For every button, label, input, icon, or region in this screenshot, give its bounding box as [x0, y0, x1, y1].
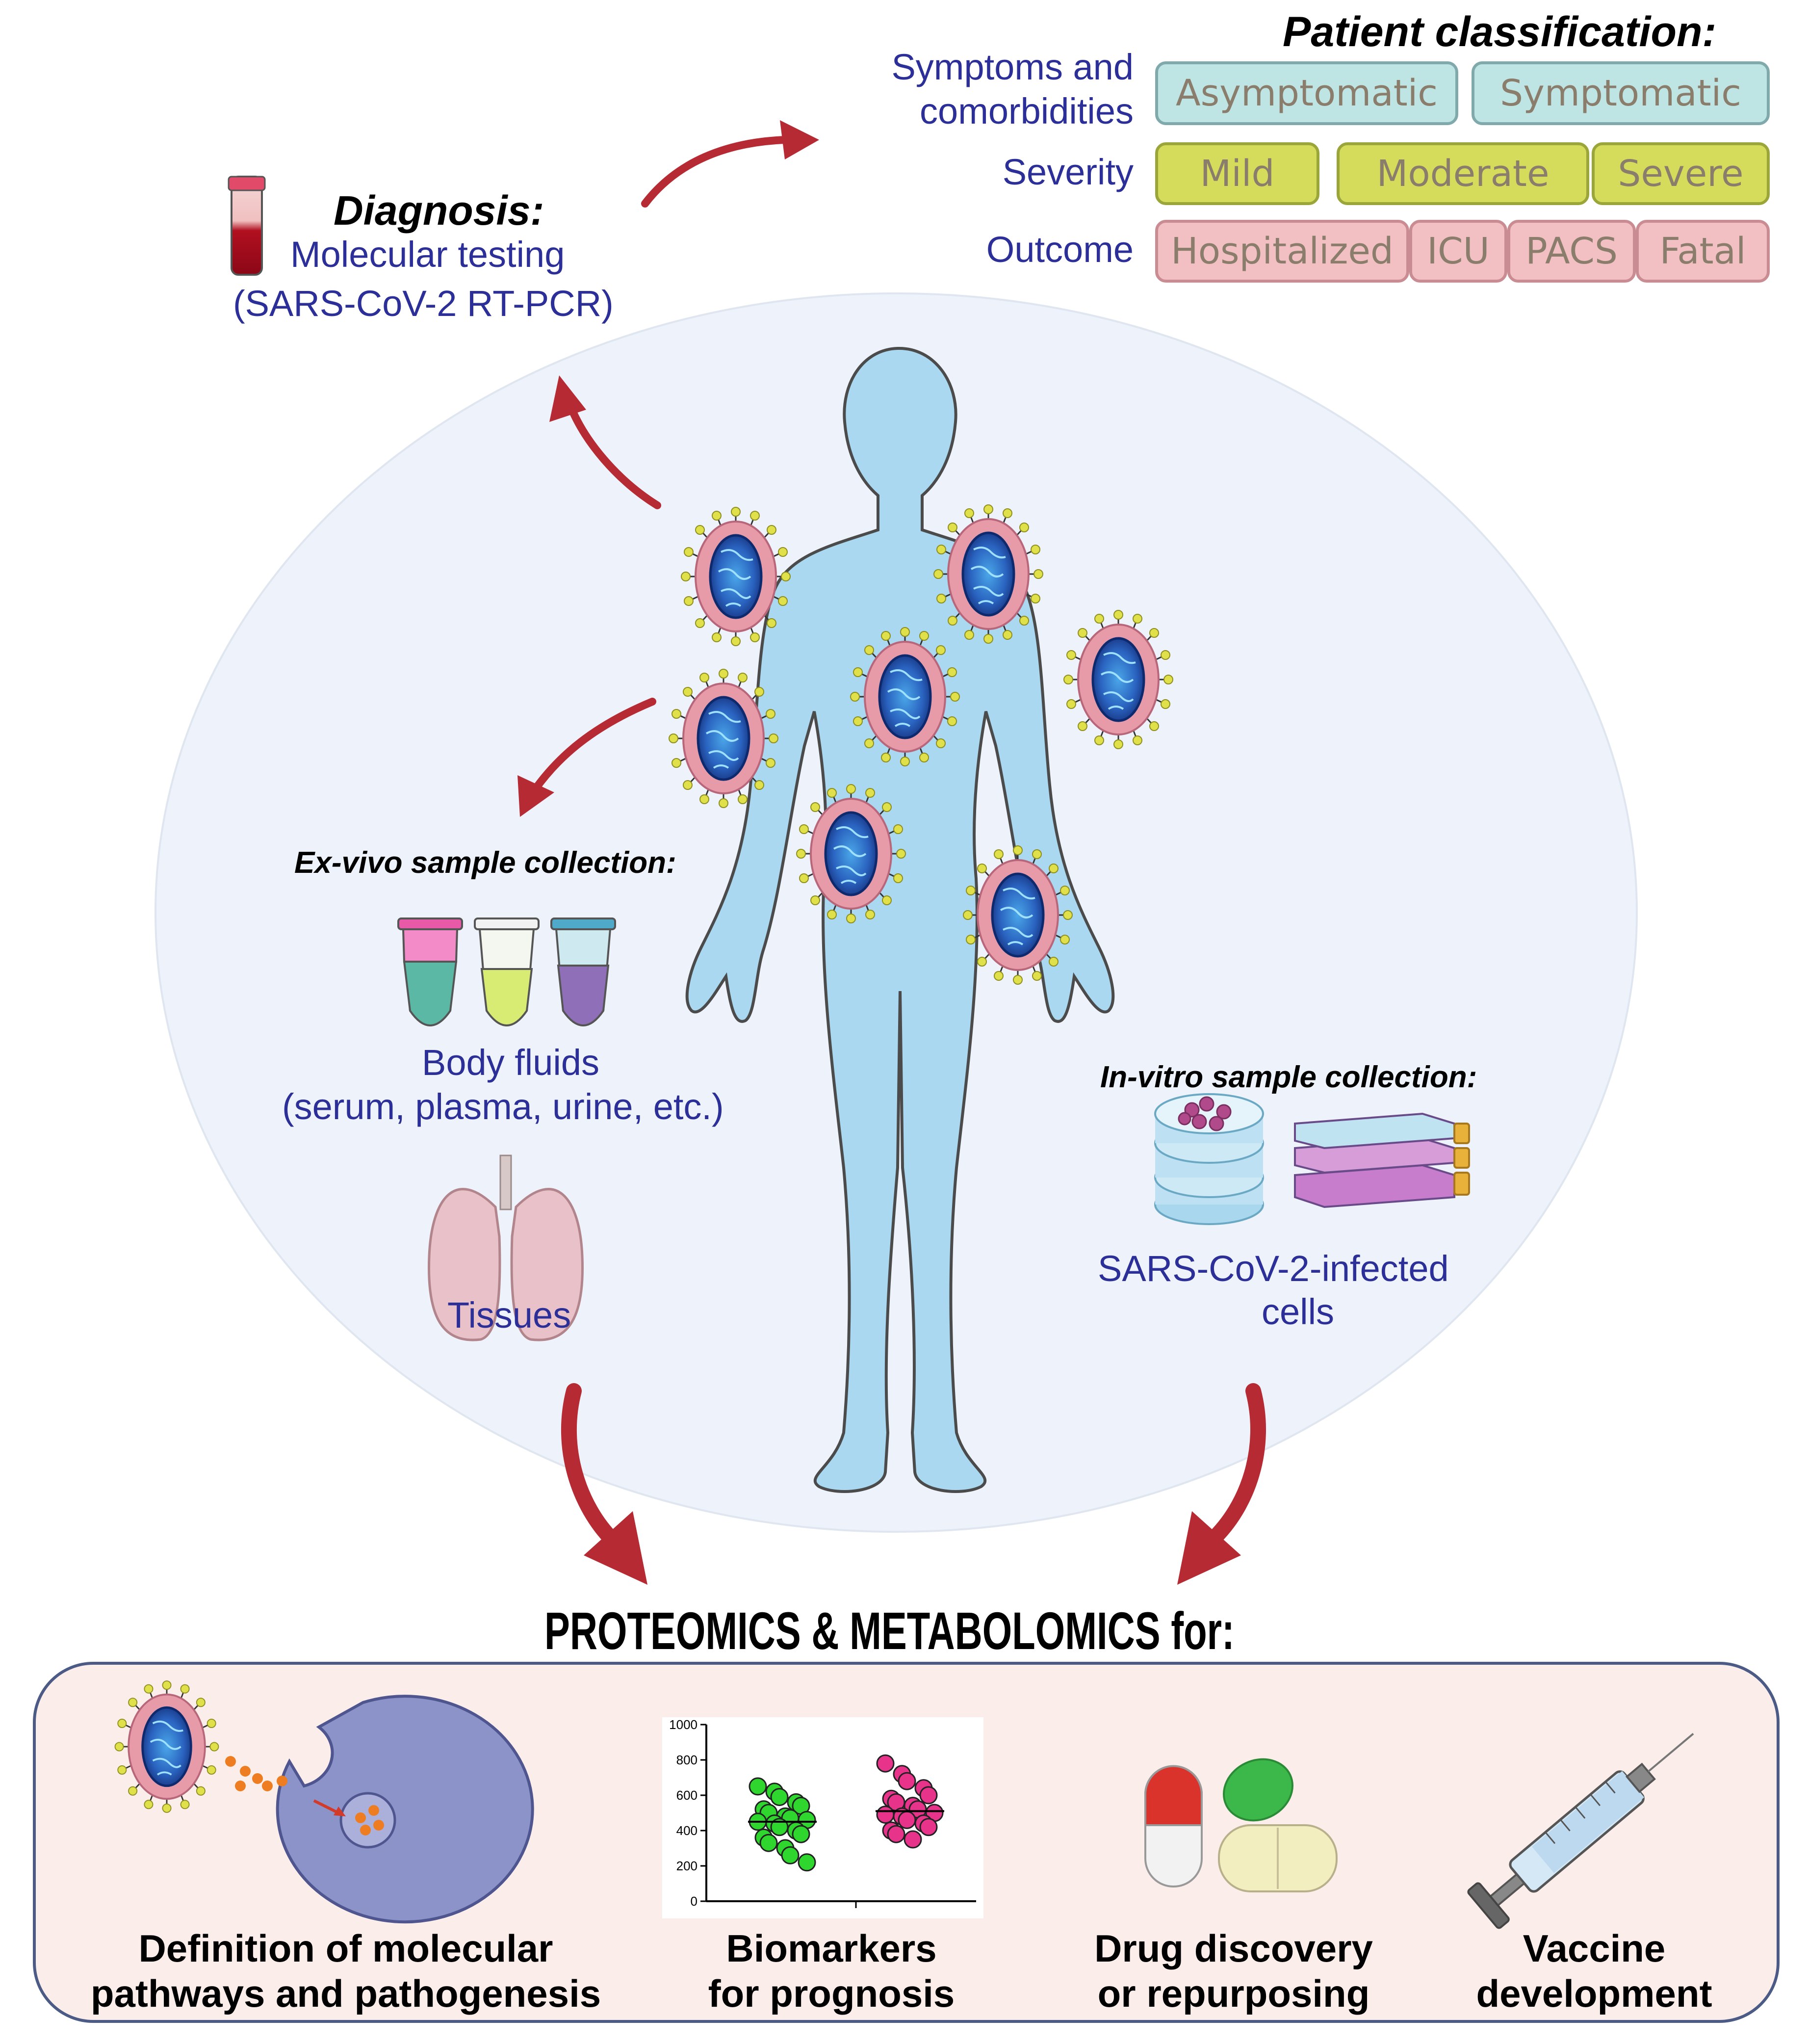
symptoms-label-text: Symptoms and comorbidities — [891, 47, 1134, 132]
pills-icon — [1144, 1758, 1338, 1892]
syringe-icon — [1467, 1733, 1694, 1929]
application-vaccine-line1: Vaccine — [1523, 1927, 1666, 1970]
virus-icon — [1064, 610, 1173, 749]
pill-pacs: PACS — [1507, 220, 1636, 283]
omics-banner-main: PROTEOMICS & METABOLOMICS — [544, 1601, 1161, 1660]
y-tick-label: 1000 — [669, 1717, 697, 1732]
data-point — [770, 1788, 789, 1807]
application-biomarkers-line2: for prognosis — [708, 1972, 955, 2016]
severity-label: Severity — [1002, 152, 1134, 192]
arrow-head — [517, 775, 554, 817]
arrow-to-exvivo — [531, 698, 656, 794]
pill-severe: Severe — [1592, 142, 1770, 205]
application-pathogenesis-line2: pathways and pathogenesis — [90, 1972, 601, 2016]
data-point — [792, 1825, 810, 1843]
pill-hospitalized: Hospitalized — [1155, 220, 1409, 283]
culture-flasks-icon — [1294, 1112, 1470, 1208]
application-drug-discovery: Drug discovery or repurposing — [1055, 1926, 1413, 2016]
symptoms-label: Symptoms and comorbidities — [891, 45, 1134, 134]
pill-symptomatic: Symptomatic — [1472, 61, 1770, 125]
virus-icon — [797, 785, 905, 923]
omics-banner-suffix: for: — [1171, 1601, 1235, 1660]
body-fluids-label: Body fluids — [422, 1042, 599, 1083]
virus-icon — [963, 846, 1072, 984]
petri-dish-icon — [1154, 1093, 1264, 1225]
application-vaccine: Vaccine development — [1437, 1926, 1751, 2016]
application-drug-line2: or repurposing — [1097, 1972, 1370, 2016]
lungs-icon — [427, 1154, 584, 1341]
application-biomarkers-line1: Biomarkers — [726, 1927, 937, 1970]
omics-banner: PROTEOMICS & METABOLOMICS for: — [544, 1601, 1235, 1660]
pill-icu: ICU — [1409, 220, 1507, 283]
data-point — [919, 1818, 938, 1836]
y-tick-label: 0 — [691, 1894, 697, 1909]
arrow-head — [1177, 1511, 1241, 1585]
arrow-to-diagnosis — [565, 398, 661, 509]
virus-icon — [851, 628, 959, 766]
data-point — [898, 1810, 916, 1829]
invitro-title: In-vitro sample collection: — [1100, 1060, 1477, 1094]
pill-fatal: Fatal — [1636, 220, 1770, 283]
data-point — [898, 1772, 916, 1790]
tissues-label: Tissues — [447, 1295, 571, 1336]
body-fluids-detail: (serum, plasma, urine, etc.) — [282, 1086, 724, 1127]
arrow-head — [549, 375, 586, 422]
infected-cells-label: SARS-CoV-2-infected — [1098, 1248, 1449, 1289]
infected-cells-label-2: cells — [1262, 1291, 1335, 1332]
arrow-to-classification — [641, 136, 789, 208]
diagnosis-line2: (SARS-CoV-2 RT-PCR) — [233, 283, 614, 324]
virus-icon — [934, 505, 1043, 643]
data-point — [759, 1834, 778, 1852]
data-point — [798, 1853, 816, 1872]
data-point — [919, 1786, 938, 1805]
data-point — [887, 1825, 905, 1843]
y-tick-label: 600 — [676, 1788, 697, 1803]
diagnosis-title: Diagnosis: — [334, 187, 544, 234]
data-point — [876, 1754, 895, 1773]
arrow-exvivo-to-omics — [561, 1383, 621, 1548]
virus-icon — [669, 669, 778, 808]
data-point — [904, 1830, 922, 1849]
data-point — [781, 1846, 800, 1864]
data-point — [749, 1777, 767, 1796]
y-tick-label: 800 — [676, 1753, 697, 1767]
y-tick-label: 400 — [676, 1823, 697, 1838]
application-pathogenesis: Definition of molecular pathways and pat… — [88, 1926, 603, 2016]
application-pathogenesis-line1: Definition of molecular — [138, 1927, 553, 1970]
pill-mild: Mild — [1155, 142, 1319, 205]
pill-asymptomatic: Asymptomatic — [1155, 61, 1458, 125]
application-biomarkers: Biomarkers for prognosis — [652, 1926, 1010, 2016]
arrow-head — [780, 120, 819, 159]
pill-moderate: Moderate — [1337, 142, 1589, 205]
application-vaccine-line2: development — [1476, 1972, 1712, 2016]
biomarker-scatter-chart: 0 200 400 600 800 1000 — [669, 1717, 976, 1909]
microtubes-icon — [397, 917, 616, 1026]
data-point — [876, 1806, 895, 1824]
diagnosis-line1: Molecular testing — [290, 234, 565, 275]
application-drug-line1: Drug discovery — [1094, 1927, 1373, 1970]
rt-pcr-tube-icon — [228, 176, 266, 276]
arrow-invitro-to-omics — [1204, 1383, 1266, 1548]
virus-icon — [681, 507, 790, 646]
outcome-label: Outcome — [986, 229, 1134, 270]
cell-entry-icon — [115, 1681, 534, 1924]
arrow-head — [584, 1511, 647, 1585]
classification-title: Patient classification: — [1283, 8, 1717, 55]
exvivo-title: Ex-vivo sample collection: — [294, 846, 676, 880]
y-tick-label: 200 — [676, 1859, 697, 1873]
